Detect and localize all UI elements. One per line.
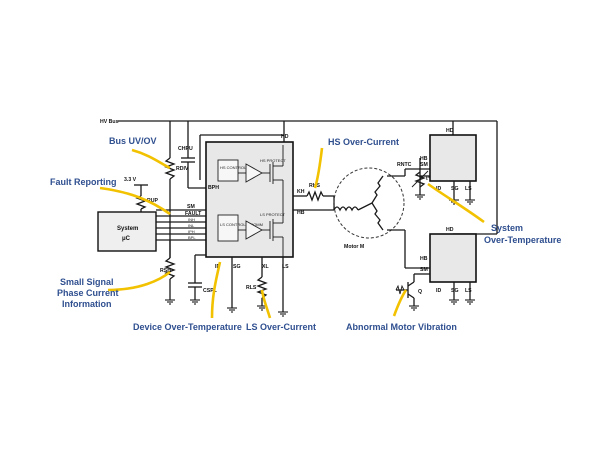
lower-sm-label: SM	[420, 267, 428, 273]
kh-pin-label: KH	[297, 189, 305, 195]
upper-driver-ic	[429, 134, 477, 182]
system-uc-title: System	[117, 226, 138, 232]
upper-hd-label: HD	[446, 128, 454, 134]
ls-pin-label: LS	[282, 264, 289, 270]
q-label: Q	[418, 289, 422, 295]
motor-winding-b	[371, 175, 384, 204]
system-uc-subtitle: μC	[122, 236, 131, 242]
system-ot-callout-line2: Over-Temperature	[484, 235, 561, 245]
bph-pin-label: BPH	[208, 185, 219, 191]
hs-oc-callout: HS Over-Current	[328, 137, 399, 147]
ground-symbol-lower-ls	[465, 299, 475, 305]
device-ot-callout: Device Over-Temperature	[133, 322, 242, 332]
lower-hd-label: HD	[446, 227, 454, 233]
upper-sg-label: SG	[451, 186, 459, 192]
fault-reporting-callout: Fault Reporting	[50, 177, 117, 187]
ground-symbol-rsh	[165, 299, 175, 305]
ground-symbol-cspl	[190, 299, 200, 305]
v33-label: 3.3 V	[124, 177, 137, 183]
q-sense-symbol	[395, 284, 405, 295]
sg-pin-label: SG	[233, 264, 241, 270]
t-deg-label: t°	[426, 176, 430, 182]
upper-ls-label: LS	[465, 186, 472, 192]
motor-label: Motor M	[344, 244, 364, 250]
xl-pin-label: XL	[262, 264, 269, 270]
bus-uvov-callout: Bus UV/OV	[109, 136, 157, 146]
rls-resistor	[256, 276, 268, 299]
rntc-label: RNTC	[397, 162, 412, 168]
rsh-resistor	[164, 257, 176, 280]
lower-driver-ic	[429, 233, 477, 283]
fault-pin-label: FAULT	[185, 211, 202, 217]
cspl-label: CSPL	[203, 288, 218, 294]
motor-winding-a	[333, 206, 359, 212]
ls-oc-callout: LS Over-Current	[246, 322, 316, 332]
bpl-pin-label: BPL	[188, 235, 196, 240]
rdiv-label: RDIV	[176, 166, 189, 172]
sm-pin-label-left: SM	[187, 204, 195, 210]
hb-pin-label: HB	[297, 210, 305, 216]
chpu-label: CHPU	[178, 146, 193, 152]
rup-label: RUP	[147, 198, 158, 204]
system-ot-callout-line1: System	[491, 223, 523, 233]
small-signal-callout-line3: Information	[62, 299, 112, 309]
hs-protect-text: HS PROTECT	[260, 158, 286, 163]
small-signal-arrow	[107, 270, 171, 292]
rsh-label: RSH	[160, 268, 171, 274]
lower-hb-label: HB	[420, 256, 428, 262]
ground-symbol-upper-ls	[465, 199, 475, 205]
q-collector-link	[407, 281, 415, 287]
vibration-callout: Abnormal Motor Vibration	[346, 322, 457, 332]
small-signal-callout-line2: Phase Current	[57, 288, 119, 298]
ground-symbol-lower-sg	[449, 299, 459, 305]
hs-control-block	[217, 159, 239, 182]
small-signal-callout-line1: Small Signal	[60, 277, 114, 287]
motor-star-a	[357, 202, 373, 211]
system-ot-arrow	[427, 182, 485, 224]
hv-bus-label: HV Bus	[100, 119, 119, 125]
iph-pin-label: IPH	[188, 229, 195, 234]
lower-sg-label: SG	[451, 288, 459, 294]
hs-oc-arrow	[313, 147, 324, 189]
ground-symbol-ntc	[415, 194, 425, 200]
hd-pin-label: HD	[281, 134, 289, 140]
system-uc-box	[97, 211, 157, 252]
motor-winding-c	[371, 202, 384, 231]
vibration-arrow	[392, 289, 408, 317]
ntc-slash	[411, 170, 429, 188]
rls-label: RLS	[246, 285, 257, 291]
rdiv-resistor	[164, 157, 176, 180]
lower-id-label: ID	[436, 288, 441, 294]
hs-control-text: HS CONTROL	[220, 165, 247, 170]
fault-reporting-arrow	[99, 186, 171, 216]
ls-control-text: LS CONTROL & COMM	[220, 222, 263, 227]
upper-sm-label: SM	[420, 162, 428, 168]
lower-ls-label: LS	[465, 288, 472, 294]
motor-boundary	[333, 167, 405, 239]
bus-uvov-arrow	[131, 148, 171, 170]
upper-hb-label: HB	[420, 156, 428, 162]
ground-symbol-ls	[278, 311, 288, 317]
rhs-resistor	[306, 190, 324, 202]
inl-pin-label: INL	[188, 223, 195, 228]
ls-protect-text: LS PROTECT	[260, 212, 286, 217]
upper-id-label: ID	[436, 186, 441, 192]
ground-symbol-sg	[227, 307, 237, 313]
ls-oc-arrow	[260, 289, 272, 319]
inh-pin-label: INH	[188, 217, 195, 222]
q-emitter-link	[407, 293, 415, 299]
ls-control-block	[217, 214, 239, 242]
ground-symbol-q	[409, 305, 419, 311]
device-ot-arrow	[210, 261, 222, 319]
